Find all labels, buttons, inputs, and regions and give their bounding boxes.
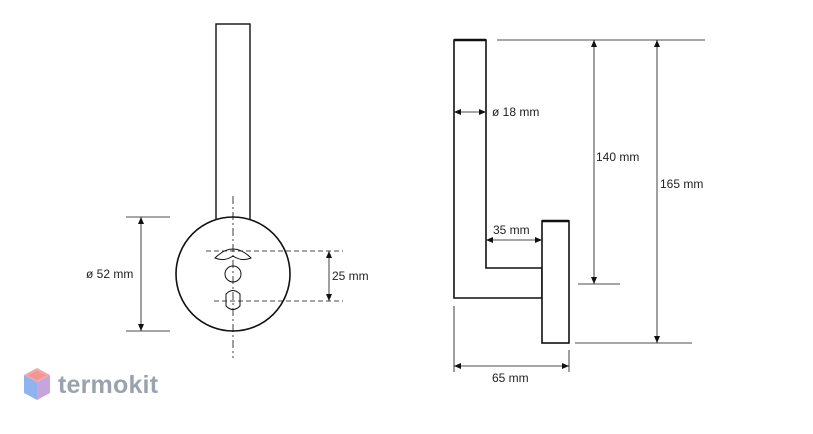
side-arm-length-label: 35 mm [493,223,530,237]
side-depth-label: 65 mm [492,371,529,385]
cube-top-highlight [28,371,46,380]
front-rod [215,23,251,225]
side-wall-plate [541,220,570,344]
side-total-height-label: 165 mm [660,177,703,191]
side-view [453,38,705,372]
termokit-logo: termokit [22,366,158,404]
front-view [126,23,343,358]
front-top-slot [214,248,252,261]
front-middle-hole [224,265,242,283]
cube-left-face [24,375,37,400]
logo-text: termokit [58,370,159,399]
front-diameter-label: ø 52 mm [86,267,133,281]
side-hook-outline [453,39,543,299]
front-bottom-slot [225,290,241,310]
front-hole-spacing-label: 25 mm [332,269,369,283]
side-rod-diameter-label: ø 18 mm [492,105,539,119]
cube-logo-icon [24,368,50,400]
cube-right-face [37,375,50,400]
side-inner-length-label: 140 mm [596,150,639,164]
dimension-arrows [138,40,660,369]
